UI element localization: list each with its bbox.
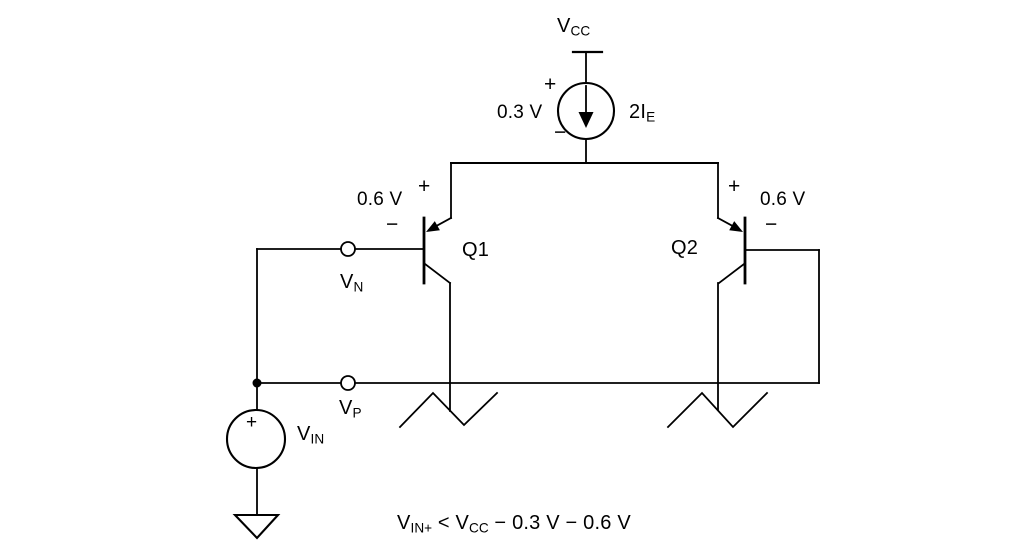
vin-plus-sign: + <box>246 412 258 433</box>
circuit-break-marks <box>398 391 769 429</box>
vin-label: VIN <box>297 424 324 446</box>
tail-source-voltage-label: 0.3 V <box>497 102 543 123</box>
q2-drop-minus-sign: − <box>765 213 778 236</box>
q1-drop-minus-sign: − <box>386 213 399 236</box>
q1-break-zigzag-icon <box>398 391 499 429</box>
vcc-label: VCC <box>557 16 590 38</box>
q1-emitter-arrow-icon <box>426 221 440 232</box>
vn-terminal <box>340 241 356 257</box>
q1-name-label: Q1 <box>462 239 490 261</box>
vp-terminal <box>340 375 356 391</box>
vcc-label-base: V <box>557 15 571 37</box>
vn-label-sub: N <box>353 279 364 295</box>
current-source-arrowhead-icon <box>578 112 594 128</box>
q2-emitter-arrow-icon <box>729 221 743 232</box>
tail-current-sub: E <box>646 109 656 125</box>
q2-drop-plus-sign: + <box>728 175 741 198</box>
q2-drop-label: 0.6 V <box>760 189 806 210</box>
vp-label-sub: P <box>352 405 362 421</box>
vin-circle <box>225 408 287 470</box>
vn-label: VN <box>340 272 363 294</box>
ground-icon <box>232 513 281 540</box>
q1-drop-label: 0.6 V <box>357 189 403 210</box>
q2-name-label: Q2 <box>671 237 699 259</box>
vn-label-base: V <box>340 271 354 293</box>
formula-rest: − 0.3 V − 0.6 V <box>488 512 631 534</box>
vin-source <box>225 382 287 540</box>
tail-source-plus-sign: + <box>544 73 557 96</box>
q1-drop-plus-sign: + <box>418 175 431 198</box>
vcc-terminal <box>571 50 604 84</box>
vin-label-base: V <box>297 423 311 445</box>
formula-v1-sub: IN+ <box>410 520 433 536</box>
formula-mid: < V <box>432 512 470 534</box>
transistor-q1 <box>354 162 453 412</box>
vp-label-base: V <box>339 397 353 419</box>
formula-mid-sub: CC <box>469 520 489 536</box>
tail-source-current-label: 2IE <box>629 102 655 124</box>
tail-current-source <box>556 81 616 164</box>
vp-label: VP <box>339 398 362 420</box>
vcc-label-sub: CC <box>570 23 591 39</box>
tail-source-minus-sign: − <box>554 121 567 144</box>
q2-break-zigzag-icon <box>666 391 769 429</box>
formula-v1: V <box>397 512 411 534</box>
transistor-q2 <box>716 162 820 411</box>
headroom-formula: VIN+ < VCC − 0.3 V − 0.6 V <box>397 513 631 535</box>
tail-current-base: 2I <box>629 101 647 123</box>
q2-collector-lead <box>717 262 746 285</box>
vin-label-sub: IN <box>310 431 325 447</box>
input-network <box>252 241 820 391</box>
q1-collector-lead <box>423 262 452 285</box>
